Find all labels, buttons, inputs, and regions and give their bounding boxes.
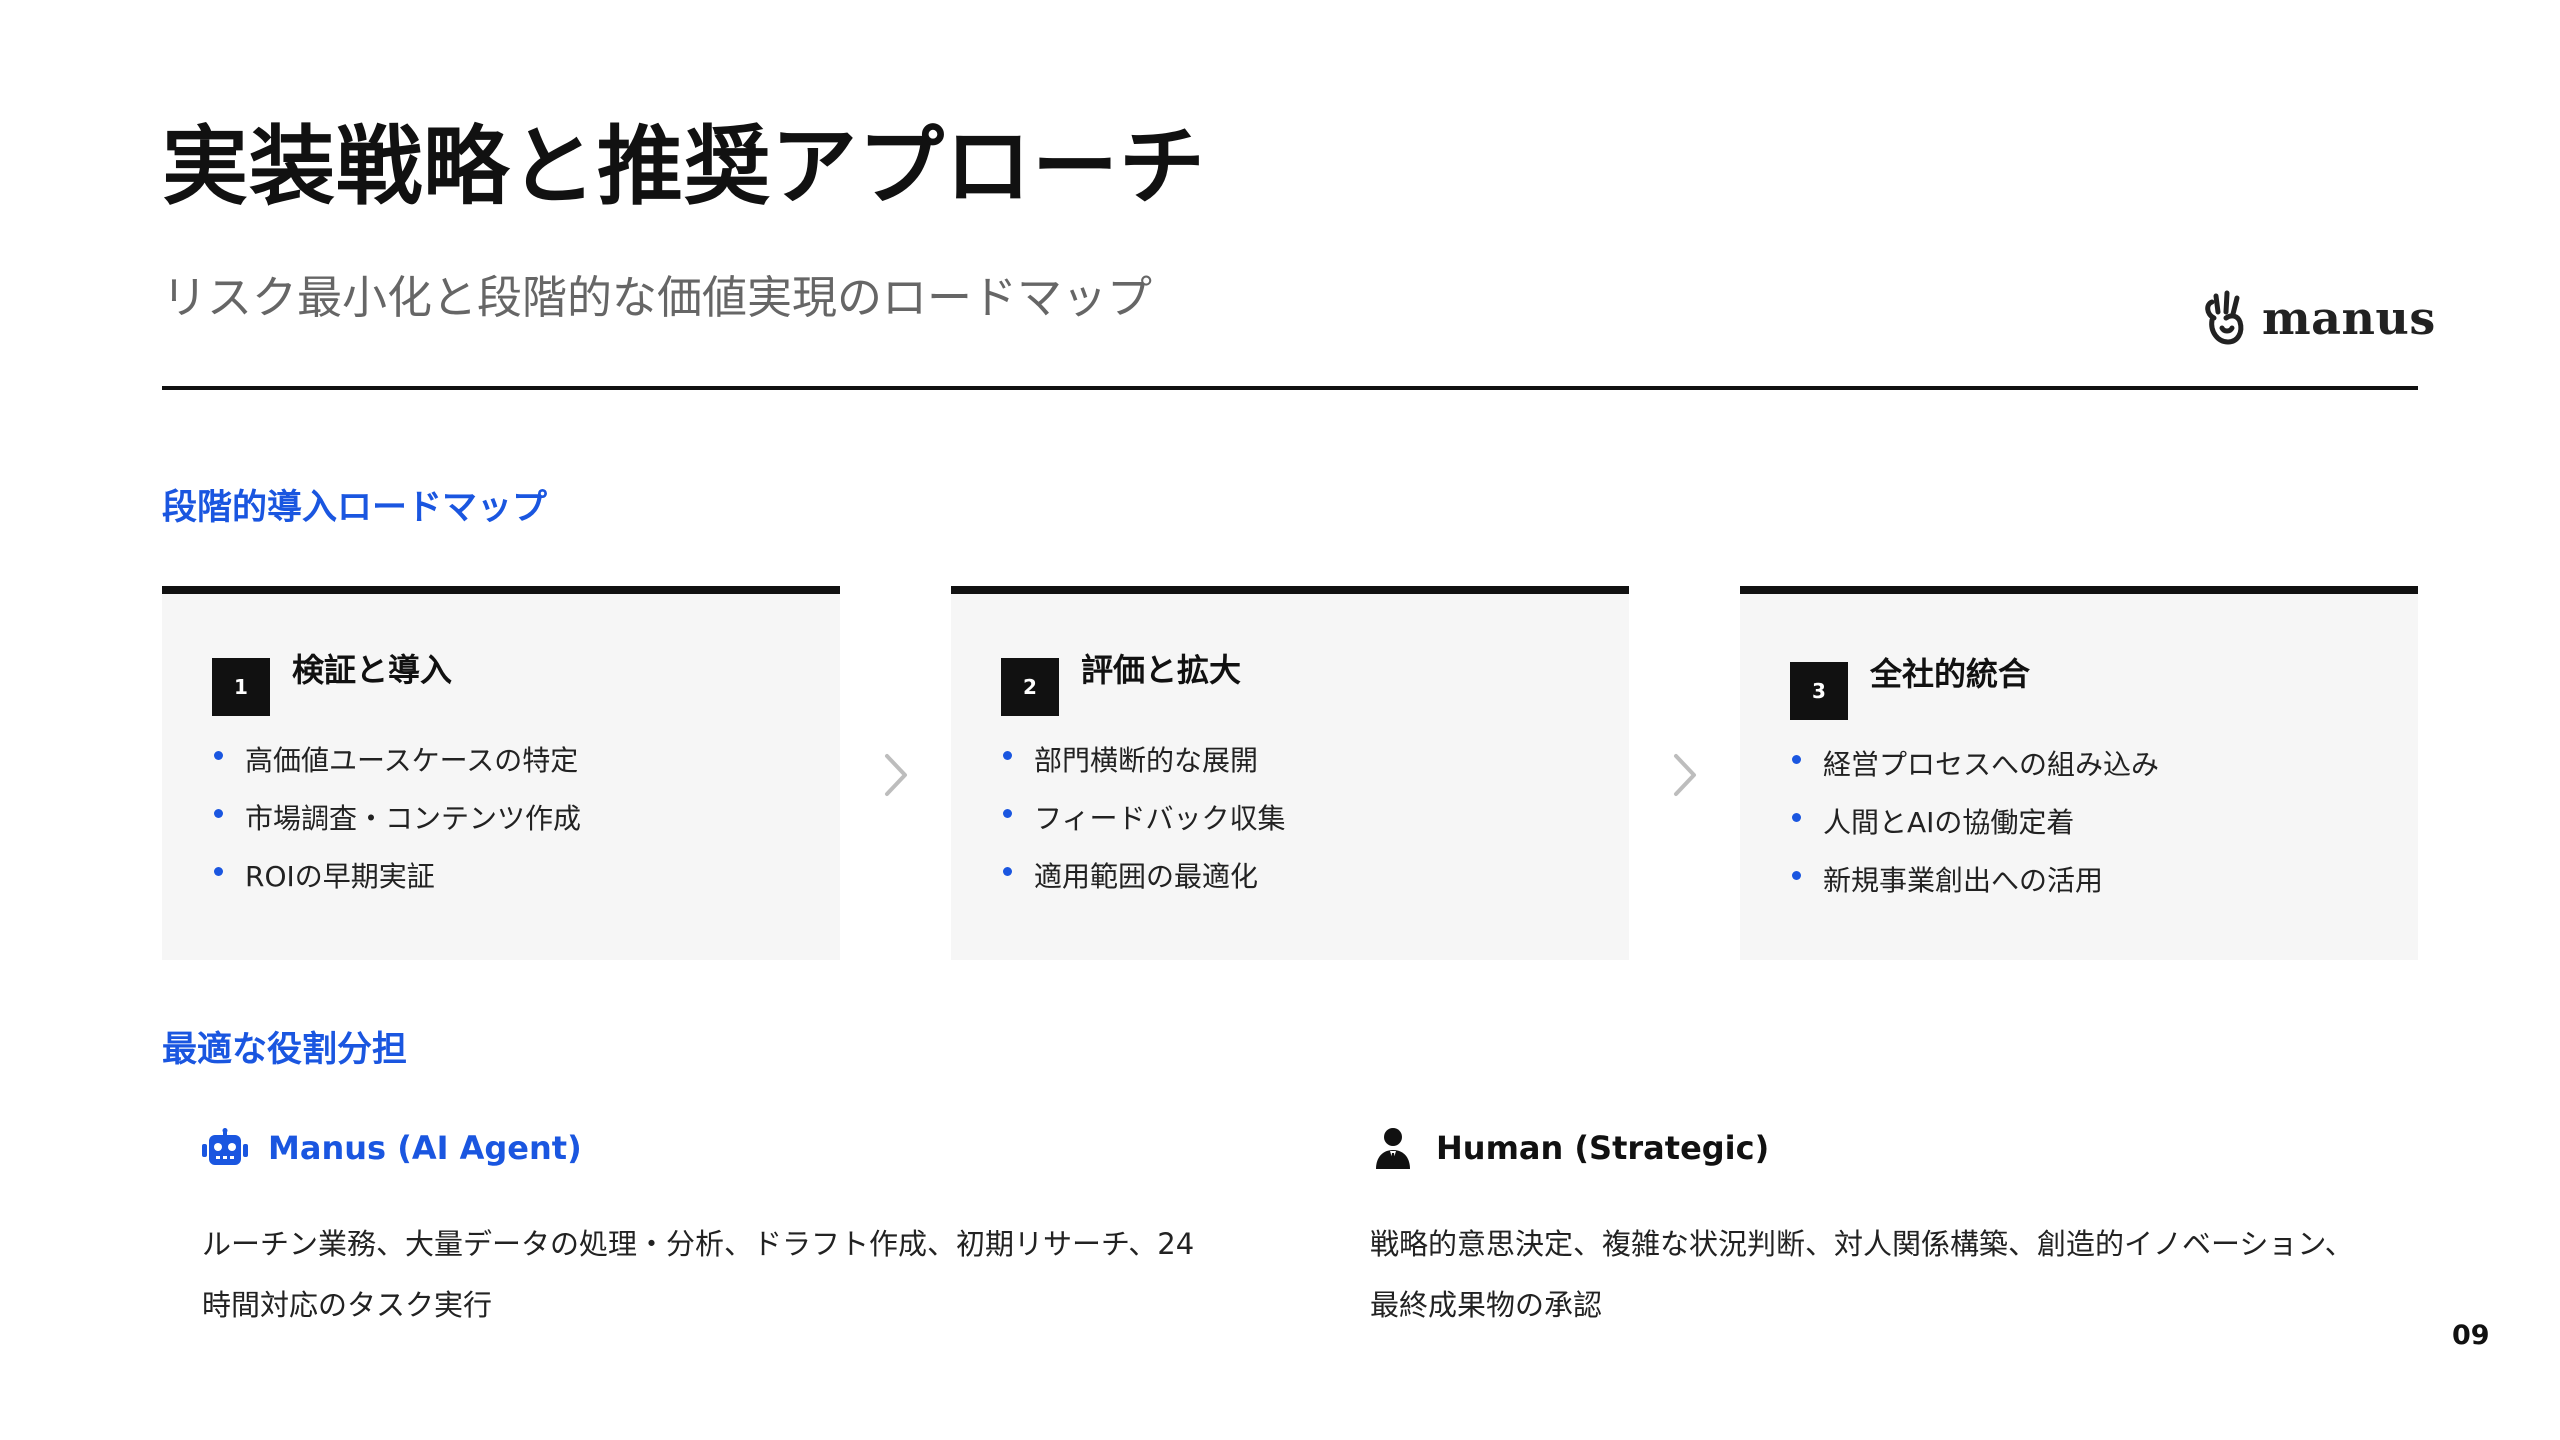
role-header: Manus (AI Agent) [202,1124,1212,1172]
phase-number-badge: 2 [1001,658,1059,716]
list-item-text: 高価値ユースケースの特定 [245,744,579,777]
phase-header: 2 評価と拡大 [1001,640,1241,716]
list-item-text: 市場調査・コンテンツ作成 [245,802,582,835]
roles-heading: 最適な役割分担 [162,1030,408,1070]
list-item-text: 経営プロセスへの組み込み [1823,748,2160,781]
phase-title: 検証と導入 [292,651,453,689]
chevron-right-icon [1670,752,1700,798]
manus-logo: manus [2200,286,2436,350]
phase-card-2: 2 評価と拡大 部門横断的な展開 フィードバック収集 適用範囲の最適化 [951,586,1629,960]
list-item: 適用範囲の最適化 [1003,846,1285,904]
phase-header: 1 検証と導入 [212,640,452,716]
phase-header: 3 全社的統合 [1790,644,2030,720]
list-item: ROIの早期実証 [214,846,581,904]
phase-card-1: 1 検証と導入 高価値ユースケースの特定 市場調査・コンテンツ作成 ROIの早期… [162,586,840,960]
chevron-right-icon [881,752,911,798]
roadmap-heading: 段階的導入ロードマップ [162,488,548,528]
manus-hand-logo-icon [2200,288,2248,348]
bullet-dot-icon [214,866,223,876]
phase-card-3: 3 全社的統合 経営プロセスへの組み込み 人間とAIの協働定着 新規事業創出への… [1740,586,2418,960]
phase-title: 全社的統合 [1870,655,2031,693]
bullet-dot-icon [1792,812,1801,822]
bullet-dot-icon [214,808,223,818]
robot-icon [202,1125,248,1171]
bullet-dot-icon [1003,808,1012,818]
bullet-dot-icon [1792,870,1801,880]
role-name: Human (Strategic) [1436,1129,1770,1167]
phase-title: 評価と拡大 [1081,651,1242,689]
list-item-text: 適用範囲の最適化 [1034,860,1259,893]
bullet-dot-icon [1792,754,1801,764]
phase-number-badge: 1 [212,658,270,716]
list-item-text: 新規事業創出への活用 [1823,864,2104,897]
list-item-text: フィードバック収集 [1034,802,1286,835]
list-item: 部門横断的な展開 [1003,730,1285,788]
role-human: Human (Strategic) 戦略的意思決定、複雑な状況判断、対人関係構築… [1370,1124,2370,1336]
bullet-dot-icon [1003,750,1012,760]
role-header: Human (Strategic) [1370,1124,2370,1172]
phase-items: 高価値ユースケースの特定 市場調査・コンテンツ作成 ROIの早期実証 [214,730,581,904]
role-description: ルーチン業務、大量データの処理・分析、ドラフト作成、初期リサーチ、24時間対応の… [202,1227,1195,1322]
page-number: 09 [2452,1320,2490,1351]
person-icon [1370,1125,1416,1171]
list-item: 経営プロセスへの組み込み [1792,734,2159,792]
phase-items: 経営プロセスへの組み込み 人間とAIの協働定着 新規事業創出への活用 [1792,734,2159,908]
list-item-text: 部門横断的な展開 [1034,744,1259,777]
phase-items: 部門横断的な展開 フィードバック収集 適用範囲の最適化 [1003,730,1285,904]
logo-text: manus [2262,291,2436,345]
phase-number-badge: 3 [1790,662,1848,720]
role-description: 戦略的意思決定、複雑な状況判断、対人関係構築、創造的イノベーション、最終成果物の… [1370,1227,2354,1322]
bullet-dot-icon [1003,866,1012,876]
list-item: 新規事業創出への活用 [1792,850,2159,908]
page-subtitle: リスク最小化と段階的な価値実現のロードマップ [162,271,1153,324]
list-item: 市場調査・コンテンツ作成 [214,788,581,846]
role-ai: Manus (AI Agent) ルーチン業務、大量データの処理・分析、ドラフト… [202,1124,1212,1336]
bullet-dot-icon [214,750,223,760]
header-divider [162,386,2418,390]
list-item: フィードバック収集 [1003,788,1285,846]
list-item-text: 人間とAIの協働定着 [1823,806,2075,839]
list-item-text: ROIの早期実証 [245,860,435,893]
page-title: 実装戦略と推奨アプローチ [162,117,1206,217]
list-item: 高価値ユースケースの特定 [214,730,581,788]
role-name: Manus (AI Agent) [268,1129,582,1167]
list-item: 人間とAIの協働定着 [1792,792,2159,850]
